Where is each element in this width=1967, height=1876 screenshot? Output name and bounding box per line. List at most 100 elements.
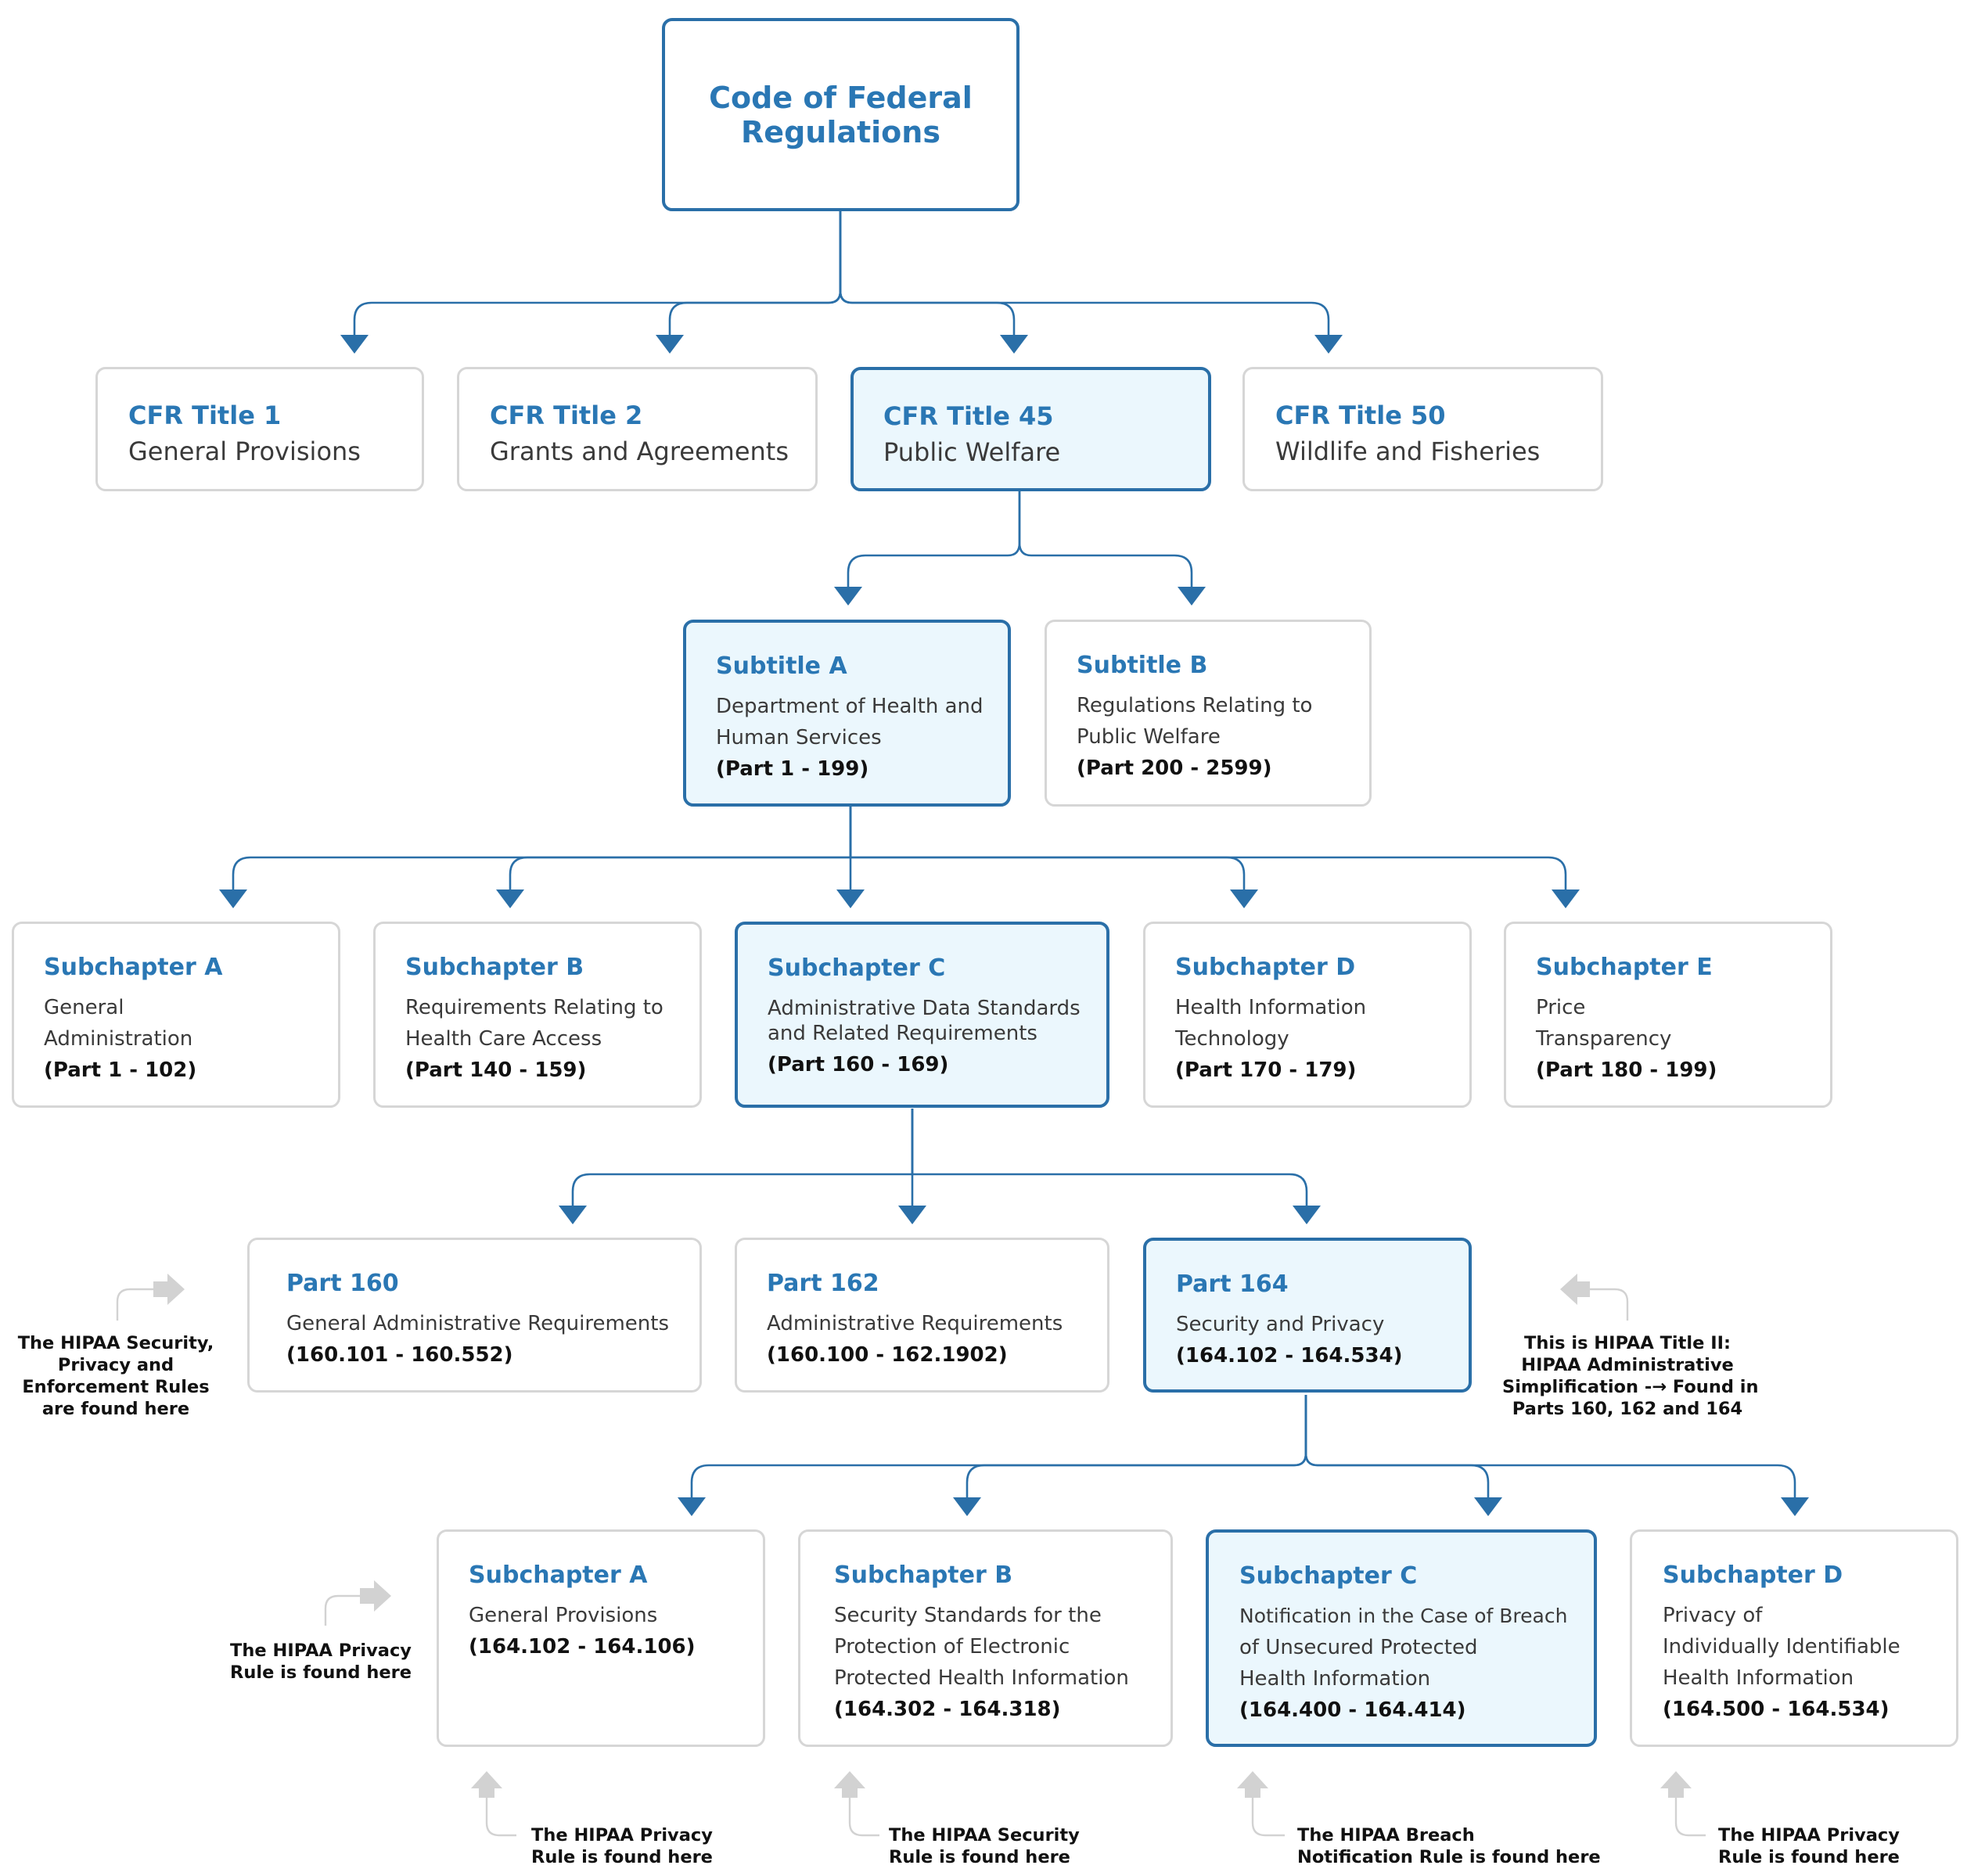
subchapter-b-desc-line2: Health Care Access: [405, 1027, 602, 1051]
cfr-title-45-heading: CFR Title 45: [883, 401, 1054, 431]
part-160-desc: General Administrative Requirements: [286, 1312, 669, 1335]
cfr-title-2-heading: CFR Title 2: [490, 401, 643, 430]
note-bottom-2-line2: Rule is found here: [889, 1847, 1070, 1867]
note-bottom-1-line2: Rule is found here: [531, 1847, 713, 1867]
part-162-box[interactable]: Part 162 Administrative Requirements (16…: [735, 1238, 1109, 1393]
subchapter-e-desc-line1: Price: [1536, 996, 1586, 1019]
root-box-code-of-federal-regulations[interactable]: Code of Federal Regulations: [662, 18, 1019, 211]
connector-part164-subchC: [1304, 1395, 1490, 1499]
arrowhead-title1: [340, 335, 369, 354]
note-bottom-3-line2: Notification Rule is found here: [1297, 1847, 1601, 1867]
note-rules-line4: are found here: [41, 1399, 190, 1419]
subchapter-e-heading: Subchapter E: [1536, 954, 1713, 981]
part-164-box[interactable]: Part 164 Security and Privacy (164.102 -…: [1143, 1238, 1472, 1393]
part164-subchapter-b-desc-line1: Security Standards for the: [834, 1604, 1102, 1627]
cfr-title-1-desc: General Provisions: [128, 437, 361, 466]
part164-subchapter-c-desc-line2: of Unsecured Protected: [1239, 1636, 1478, 1659]
subchapter-c-desc-line2: and Related Requirements: [768, 1022, 1037, 1045]
connector-part164-subchA: [690, 1395, 1307, 1499]
subchapter-b-desc-line1: Requirements Relating to: [405, 996, 663, 1019]
note-title-ii-line1: This is HIPAA Title II:: [1524, 1333, 1731, 1353]
subchapter-a-range: (Part 1 - 102): [44, 1058, 197, 1082]
pointer-line-title-ii: [1588, 1288, 1629, 1321]
subchapter-e-box[interactable]: Subchapter E Price Transparency (Part 18…: [1504, 922, 1832, 1108]
part164-subchapter-d-range: (164.500 - 164.534): [1663, 1698, 1890, 1721]
part164-subchapter-c-desc-line1: Notification in the Case of Breach: [1239, 1605, 1568, 1627]
connector-part164-subchD: [1304, 1395, 1796, 1499]
cfr-title-50-box[interactable]: CFR Title 50 Wildlife and Fisheries: [1242, 367, 1603, 491]
subchapter-c-box[interactable]: Subchapter C Administrative Data Standar…: [735, 922, 1109, 1108]
part164-subchapter-a-desc-line1: General Provisions: [469, 1604, 658, 1627]
subchapter-d-box[interactable]: Subchapter D Health Information Technolo…: [1143, 922, 1472, 1108]
arrowhead-p164-subchD: [1781, 1497, 1809, 1516]
part164-subchapter-c-box[interactable]: Subchapter C Notification in the Case of…: [1206, 1529, 1597, 1747]
connector-subtitleA-subchA: [232, 806, 852, 891]
part-160-heading: Part 160: [286, 1270, 399, 1297]
cfr-title-2-box[interactable]: CFR Title 2 Grants and Agreements: [457, 367, 818, 491]
part164-subchapter-a-box[interactable]: Subchapter A General Provisions (164.102…: [437, 1529, 765, 1747]
part-162-heading: Part 162: [767, 1270, 879, 1297]
arrowhead-title45: [1000, 335, 1028, 354]
subtitle-b-desc-line2: Public Welfare: [1077, 725, 1221, 749]
note-bottom-security-rule: The HIPAA Security Rule is found here: [889, 1824, 1080, 1868]
subchapter-e-range: (Part 180 - 199): [1536, 1058, 1717, 1082]
subchapter-b-box[interactable]: Subchapter B Requirements Relating to He…: [373, 922, 702, 1108]
part164-subchapter-d-heading: Subchapter D: [1663, 1562, 1843, 1589]
subchapter-a-desc-line1: General: [44, 996, 124, 1019]
arrowhead-subchC: [836, 889, 865, 908]
cfr-title-50-heading: CFR Title 50: [1275, 401, 1446, 430]
cfr-title-1-box[interactable]: CFR Title 1 General Provisions: [95, 367, 424, 491]
subchapter-c-heading: Subchapter C: [768, 954, 946, 982]
note-bottom-privacy-rule-a: The HIPAA Privacy Rule is found here: [531, 1824, 713, 1868]
subchapter-d-heading: Subchapter D: [1175, 954, 1356, 981]
pointer-line-bottom-1: [485, 1795, 516, 1837]
arrowhead-title50: [1314, 335, 1343, 354]
cfr-title-45-box[interactable]: CFR Title 45 Public Welfare: [850, 367, 1211, 491]
connector-subtitleA-subchE: [849, 806, 1567, 891]
note-privacy-left-line1: The HIPAA Privacy: [230, 1641, 412, 1661]
subtitle-a-range: (Part 1 - 199): [716, 757, 869, 781]
subchapter-c-desc-line1: Administrative Data Standards: [768, 997, 1081, 1020]
part164-subchapter-a-range: (164.102 - 164.106): [469, 1635, 696, 1659]
subchapter-d-range: (Part 170 - 179): [1175, 1058, 1357, 1082]
arrowhead-subchA: [219, 889, 247, 908]
cfr-title-2-desc: Grants and Agreements: [490, 437, 789, 466]
connector-subchC-part164: [911, 1109, 1308, 1207]
subtitle-b-heading: Subtitle B: [1077, 652, 1208, 679]
arrow-up-icon: [1237, 1771, 1268, 1798]
pointer-line-rules-here: [116, 1288, 155, 1321]
cfr-title-50-desc: Wildlife and Fisheries: [1275, 437, 1541, 466]
subchapter-a-desc-line2: Administration: [44, 1027, 193, 1051]
cfr-title-1-heading: CFR Title 1: [128, 401, 282, 430]
part164-subchapter-b-box[interactable]: Subchapter B Security Standards for the …: [798, 1529, 1173, 1747]
arrowhead-subtitleB: [1178, 587, 1206, 606]
subtitle-a-box[interactable]: Subtitle A Department of Health and Huma…: [683, 620, 1011, 807]
part164-subchapter-d-box[interactable]: Subchapter D Privacy of Individually Ide…: [1630, 1529, 1958, 1747]
arrowhead-subchE: [1552, 889, 1580, 908]
subtitle-a-heading: Subtitle A: [716, 652, 847, 680]
subchapter-c-range: (Part 160 - 169): [768, 1053, 949, 1076]
part164-subchapter-d-desc-line3: Health Information: [1663, 1666, 1854, 1690]
part164-subchapter-b-desc-line2: Protection of Electronic: [834, 1635, 1070, 1659]
part-162-range: (160.100 - 162.1902): [767, 1343, 1008, 1367]
part-160-box[interactable]: Part 160 General Administrative Requirem…: [247, 1238, 702, 1393]
note-bottom-4-line2: Rule is found here: [1718, 1847, 1900, 1867]
connector-title45-subtitleB: [1018, 491, 1193, 588]
arrow-up-icon: [834, 1771, 865, 1798]
pointer-line-privacy-left: [324, 1594, 362, 1626]
arrowhead-part160: [559, 1206, 587, 1224]
subchapter-e-desc-line2: Transparency: [1536, 1027, 1672, 1051]
subchapter-b-range: (Part 140 - 159): [405, 1058, 587, 1082]
subtitle-b-box[interactable]: Subtitle B Regulations Relating to Publi…: [1045, 620, 1372, 807]
part-164-range: (164.102 - 164.534): [1176, 1344, 1403, 1367]
arrow-up-icon: [1660, 1771, 1692, 1798]
note-rules-line2: Privacy and: [57, 1355, 174, 1375]
part164-subchapter-b-heading: Subchapter B: [834, 1562, 1013, 1589]
part-162-desc: Administrative Requirements: [767, 1312, 1063, 1335]
subchapter-b-heading: Subchapter B: [405, 954, 584, 981]
subchapter-a-box[interactable]: Subchapter A General Administration (Par…: [12, 922, 340, 1108]
part164-subchapter-b-range: (164.302 - 164.318): [834, 1698, 1061, 1721]
pointer-line-bottom-2: [848, 1795, 879, 1837]
note-bottom-privacy-rule-d: The HIPAA Privacy Rule is found here: [1718, 1824, 1900, 1868]
